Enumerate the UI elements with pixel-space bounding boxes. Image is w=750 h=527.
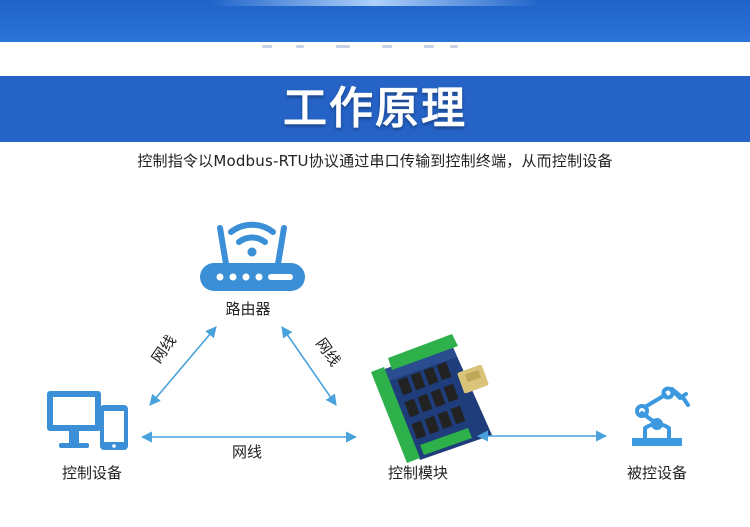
bottom-link-label: 网线 — [232, 443, 262, 461]
title-banner: 工作原理 — [0, 76, 750, 142]
controlled-device-label: 被控设备 — [627, 464, 687, 482]
left-diagonal-arrow — [149, 326, 217, 406]
robot-arm-icon — [632, 386, 690, 446]
control-module-label: 控制模块 — [388, 464, 448, 482]
section-title: 工作原理 — [283, 83, 467, 134]
section-subtitle: 控制指令以Modbus-RTU协议通过串口传输到控制终端，从而控制设备 — [137, 152, 613, 170]
cropped-text-remnant — [0, 45, 750, 51]
left-link-label: 网线 — [148, 332, 180, 367]
top-banner — [0, 0, 750, 42]
top-banner-glow — [210, 0, 540, 6]
router-label: 路由器 — [225, 300, 270, 318]
control-device-label: 控制设备 — [62, 464, 122, 482]
relay-board-image — [371, 334, 492, 463]
right-diagonal-arrow — [281, 326, 337, 406]
right-link-label: 网线 — [312, 335, 344, 370]
wifi-router-icon — [200, 221, 305, 291]
desktop-and-phone-icon — [47, 391, 128, 450]
